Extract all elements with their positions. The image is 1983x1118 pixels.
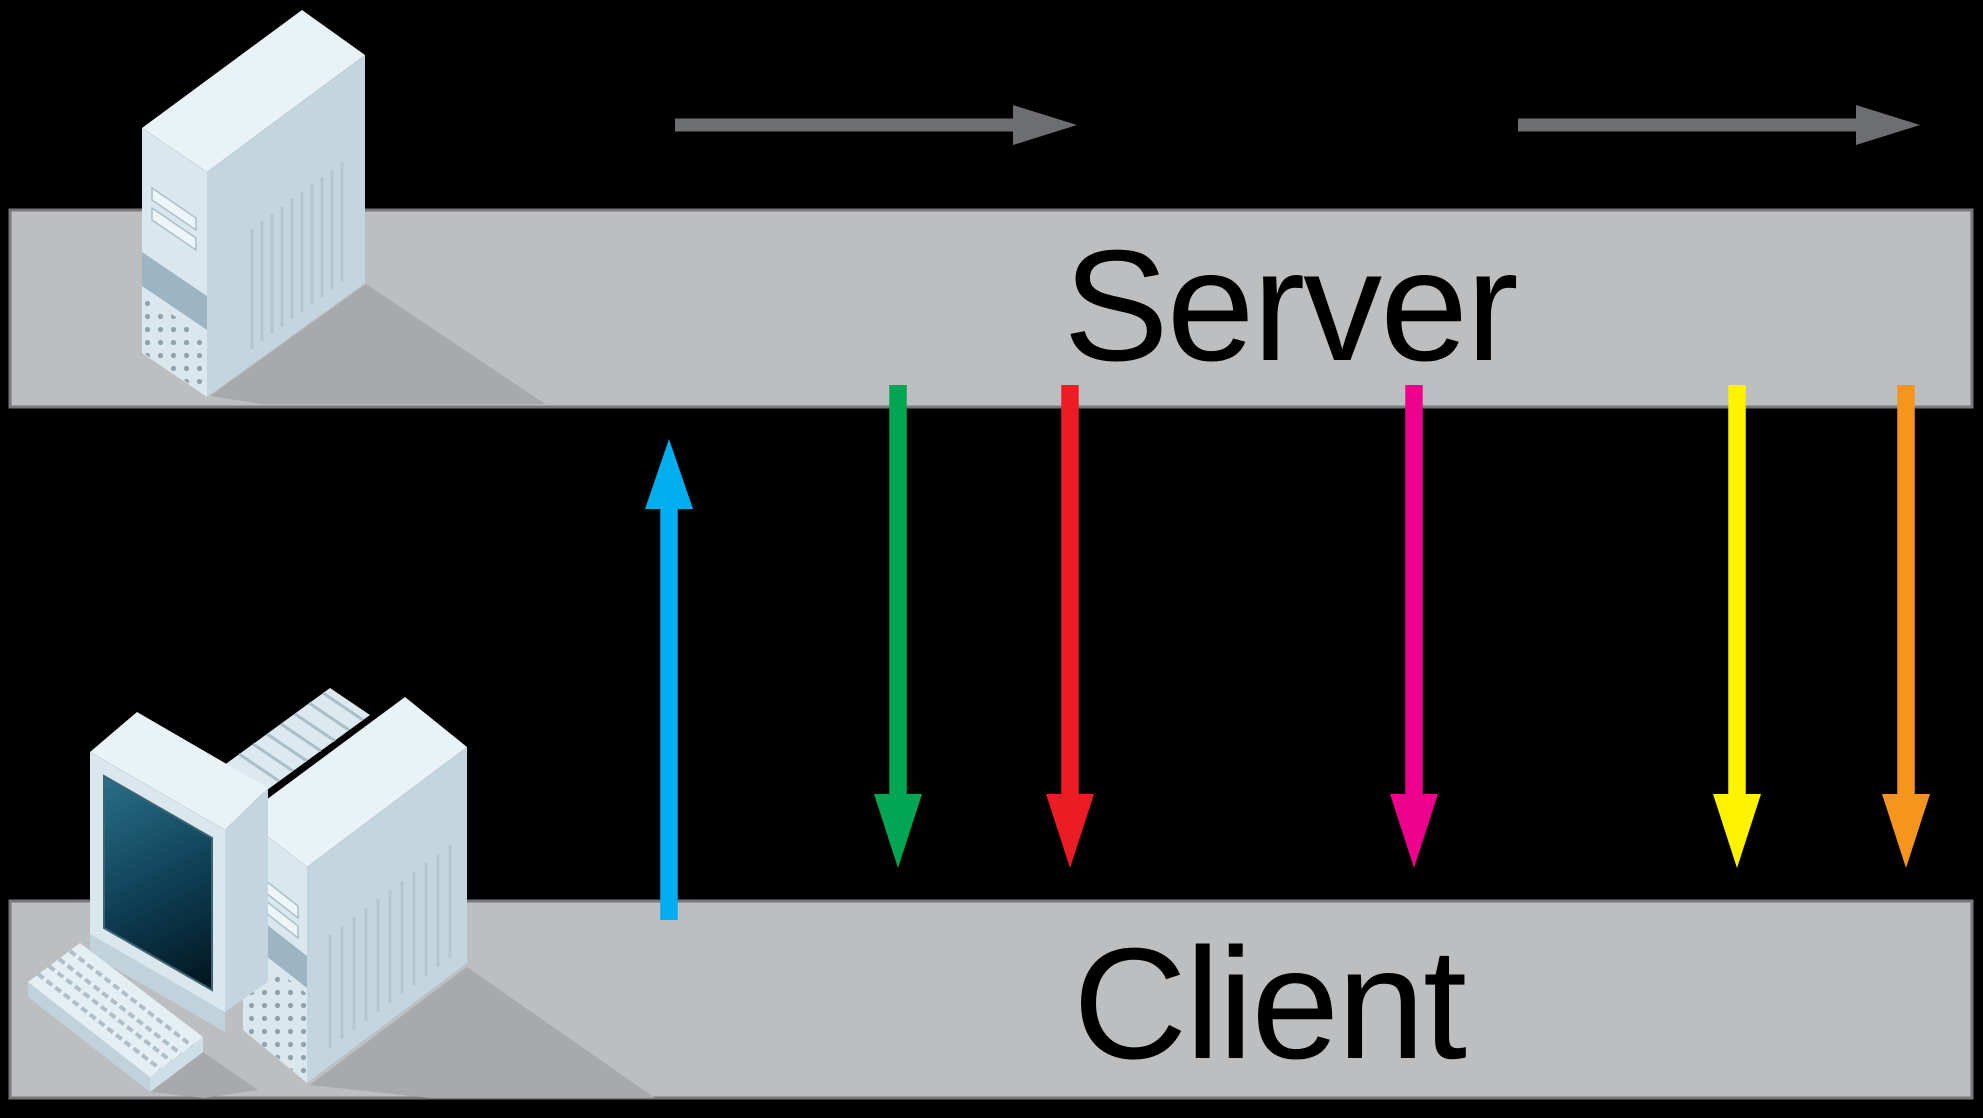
tower-side-vents bbox=[250, 162, 344, 349]
keyboard-front-edge bbox=[28, 982, 150, 1092]
monitor-base-edge bbox=[90, 934, 225, 1032]
down-arrow-magenta bbox=[1390, 385, 1438, 868]
up-arrow-blue bbox=[645, 439, 693, 920]
tower-side-vents bbox=[328, 845, 452, 1048]
flow-right-arrow-icon bbox=[675, 105, 1077, 145]
down-arrow-green bbox=[874, 385, 922, 868]
tower-side-face bbox=[307, 747, 467, 1083]
tower-top-face bbox=[243, 697, 467, 867]
drive-bay bbox=[151, 186, 197, 232]
down-arrow-orange bbox=[1882, 385, 1930, 868]
down-arrow-red bbox=[1046, 385, 1094, 868]
keyboard-icon bbox=[28, 943, 203, 1092]
drive-bay bbox=[151, 206, 197, 252]
server-band-label: Server bbox=[1063, 218, 1516, 394]
monitor-side-face bbox=[225, 788, 268, 1012]
keyboard-top-face bbox=[28, 943, 203, 1077]
client-tower-shadow bbox=[310, 967, 655, 1098]
keyboard-shadow bbox=[150, 1052, 258, 1098]
crt-monitor bbox=[90, 712, 268, 1032]
flow-right-arrow-icon bbox=[1518, 105, 1920, 145]
server-tower-shadow bbox=[210, 284, 545, 404]
tower-stripe bbox=[142, 252, 207, 330]
server-tower-icon bbox=[142, 10, 365, 397]
client-workstation-icon bbox=[28, 688, 467, 1092]
down-arrow-yellow bbox=[1713, 385, 1761, 868]
monitor-screen bbox=[103, 774, 213, 992]
tower-side-face bbox=[207, 55, 365, 397]
tower-top-face bbox=[142, 10, 365, 172]
keyboard-key-rows bbox=[36, 949, 194, 1071]
keyboard-right-edge bbox=[150, 1037, 203, 1092]
monitor-top-face bbox=[90, 712, 268, 830]
tower-vent-grille bbox=[142, 294, 207, 396]
client-band-label: Client bbox=[1073, 916, 1466, 1092]
